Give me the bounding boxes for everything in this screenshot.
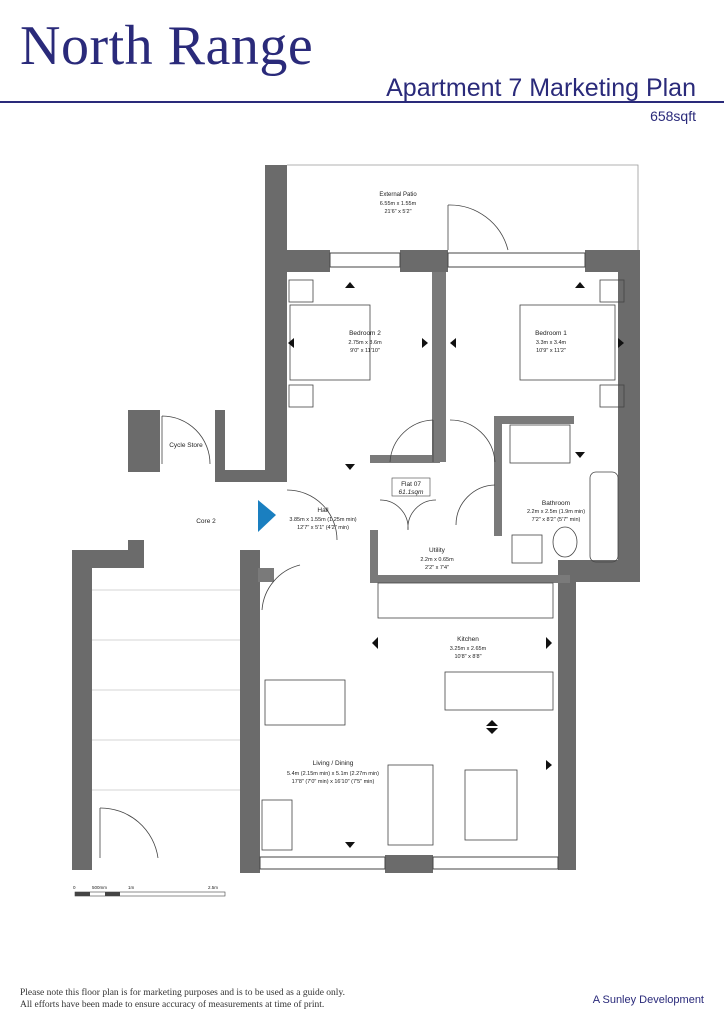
kitchen-units xyxy=(377,582,554,711)
bedroom2-imperial: 9'0" x 11'10" xyxy=(350,348,380,354)
patio-name: External Patio xyxy=(379,192,417,198)
bathroom-imperial: 7'2" x 8'2" (5'7" min) xyxy=(532,517,581,523)
brand-logo: North Range xyxy=(20,15,314,77)
developer-credit: A Sunley Development xyxy=(592,994,704,1006)
core-stairs xyxy=(92,589,240,791)
patio-metric: 6.55m x 1.55m xyxy=(380,201,417,207)
entry-marker xyxy=(258,500,276,532)
flat-area: 61.1sqm xyxy=(399,489,425,496)
external-walls xyxy=(72,165,640,873)
page-title: Apartment 7 Marketing Plan xyxy=(386,74,696,102)
disclaimer-line-2: All efforts have been made to ensure acc… xyxy=(20,999,325,1010)
hall-imperial: 12'7" x 5'1" (4'2" min) xyxy=(297,525,349,531)
flat-name: Flat 07 xyxy=(401,481,421,488)
scale-bar: 0 500mm 1m 2.5m xyxy=(73,885,226,897)
patio-imperial: 21'6" x 5'2" xyxy=(384,209,411,215)
living-metric: 5.4m (2.15m min) x 5.1m (2.27m min) xyxy=(287,771,379,777)
core-name: Core 2 xyxy=(196,518,216,525)
internal-walls xyxy=(258,272,574,583)
kitchen-imperial: 10'8" x 8'8" xyxy=(454,654,481,660)
utility-metric: 2.2m x 0.65m xyxy=(420,557,454,563)
bedroom2-metric: 2.75m x 3.6m xyxy=(348,340,382,346)
area-label: 658sqft xyxy=(650,108,696,124)
bedroom1-metric: 3.3m x 3.4m xyxy=(536,340,567,346)
living-imperial: 17'8" (7'0" min) x 16'10" (7'5" min) xyxy=(292,779,375,785)
scale-tick-1m: 1m xyxy=(128,885,135,890)
beds xyxy=(288,279,625,408)
furniture xyxy=(261,679,518,851)
bathroom-fittings xyxy=(509,424,619,564)
utility-imperial: 2'2" x 7'4" xyxy=(425,565,449,571)
scale-tick-500mm: 500mm xyxy=(92,885,107,890)
hall-name: Hall xyxy=(317,507,329,514)
header-rule xyxy=(0,101,724,103)
doors xyxy=(99,204,509,859)
bedroom1-name: Bedroom 1 xyxy=(535,330,567,337)
disclaimer-line-1: Please note this floor plan is for marke… xyxy=(20,988,345,998)
living-name: Living / Dining xyxy=(313,760,354,767)
disclaimer: Please note this floor plan is for marke… xyxy=(20,988,345,1012)
scale-tick-2-5m: 2.5m xyxy=(208,885,218,890)
bedroom1-imperial: 10'9" x 11'2" xyxy=(536,348,566,354)
hall-metric: 3.85m x 1.55m (1.25m min) xyxy=(289,517,356,523)
cycle-store-name: Cycle Store xyxy=(169,442,203,449)
kitchen-metric: 3.25m x 2.65m xyxy=(450,646,487,652)
patio-boundary xyxy=(287,164,639,250)
utility-name: Utility xyxy=(429,547,446,554)
bathroom-metric: 2.2m x 2.5m (1.9m min) xyxy=(527,509,585,515)
scale-tick-0: 0 xyxy=(73,885,76,890)
bathroom-name: Bathroom xyxy=(542,500,570,507)
bedroom2-name: Bedroom 2 xyxy=(349,330,381,337)
windows xyxy=(259,252,586,870)
dimension-markers xyxy=(288,282,624,848)
kitchen-name: Kitchen xyxy=(457,636,479,643)
